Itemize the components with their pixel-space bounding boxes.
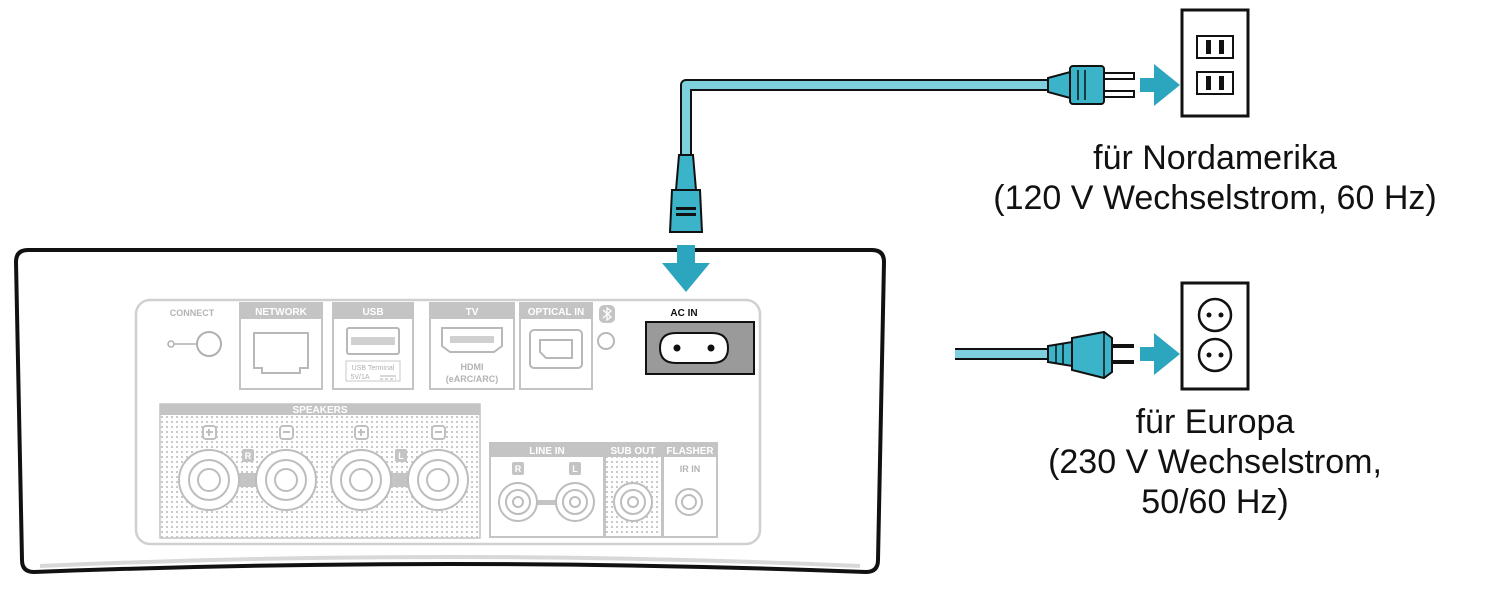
usb-label: USB (362, 307, 383, 318)
tv-label: TV (466, 307, 479, 318)
outlet-europe (1180, 281, 1250, 391)
arrow-to-outlet-north-america (1140, 64, 1180, 106)
usb-port[interactable]: USB USB Terminal 5V/1A (332, 302, 414, 390)
connect-button[interactable]: CONNECT (167, 308, 222, 357)
power-cable-north-america (680, 79, 1050, 160)
caption-north-america-title: für Nordamerika (1093, 139, 1337, 177)
caption-north-america-voltage: (120 V Wechselstrom, 60 Hz) (993, 179, 1437, 217)
speaker-r-label: R (245, 451, 252, 461)
arrow-to-outlet-europe (1140, 333, 1180, 375)
hdmi-label: HDMI (461, 362, 484, 372)
sub-out-port[interactable]: SUB OUT (604, 442, 663, 538)
speaker-terminals[interactable]: SPEAKERS R L (159, 403, 481, 539)
flasher-label: FLASHER (666, 446, 714, 457)
earc-label: (eARC/ARC) (446, 374, 499, 384)
caption-europe-frequency: 50/60 Hz) (1141, 483, 1289, 521)
caption-north-america: für Nordamerika (120 V Wechselstrom, 60 … (960, 138, 1470, 218)
optical-in-port[interactable]: OPTICAL IN (519, 302, 593, 390)
speakers-label: SPEAKERS (292, 405, 347, 416)
caption-europe-title: für Europa (1135, 403, 1295, 441)
ir-in-label: IR IN (680, 464, 701, 474)
usb-power-label: 5V/1A (350, 374, 369, 381)
usb-terminal-label: USB Terminal (352, 365, 395, 372)
hdmi-port[interactable]: TV HDMI (eARC/ARC) (429, 302, 515, 390)
flasher-ir-in-port[interactable]: FLASHER IR IN (662, 442, 718, 538)
outlet-north-america (1180, 8, 1250, 118)
plug-north-america (1047, 65, 1135, 105)
optical-in-label: OPTICAL IN (528, 307, 584, 318)
network-port[interactable]: NETWORK (239, 302, 323, 390)
caption-europe-voltage: (230 V Wechselstrom, (1048, 443, 1382, 481)
line-r-label: R (515, 464, 522, 474)
caption-europe: für Europa (230 V Wechselstrom, 50/60 Hz… (960, 402, 1470, 522)
bluetooth-button[interactable] (597, 332, 615, 350)
speaker-l-label: L (398, 451, 404, 461)
arrow-down-to-ac-in (662, 245, 710, 292)
bluetooth-icon (599, 305, 615, 323)
line-in-label: LINE IN (529, 446, 565, 457)
connect-label: CONNECT (170, 308, 215, 318)
line-l-label: L (572, 464, 578, 474)
network-label: NETWORK (255, 307, 307, 318)
sub-out-label: SUB OUT (611, 446, 656, 457)
ac-in-label: AC IN (670, 308, 697, 319)
line-in-ports[interactable]: LINE IN R L (489, 442, 605, 538)
plug-europe (1047, 330, 1134, 380)
iec-connector (668, 154, 704, 233)
ac-in-socket[interactable]: AC IN (645, 308, 755, 375)
